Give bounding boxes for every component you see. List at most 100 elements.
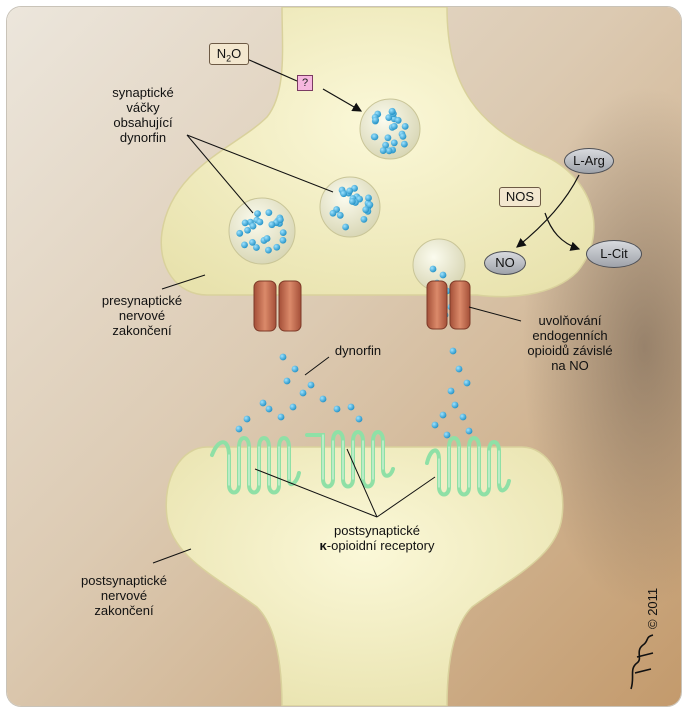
release-label: uvolňování endogenních opioidů závislé n… <box>505 313 635 373</box>
dynorphin-dot <box>390 139 398 147</box>
receptors-label-line2-text: -opioidní receptory <box>326 538 435 553</box>
dynorfin-label: dynorfin <box>334 343 382 358</box>
dynorphin-dot <box>379 147 387 154</box>
dynorphin-dot <box>394 116 402 124</box>
dynorphin-dot <box>362 206 370 214</box>
vesicles-label-line2: váčky <box>126 100 160 115</box>
l-cit-oval: L-Cit <box>586 240 642 268</box>
dynorphin-dot <box>371 133 379 141</box>
dynorphin-dot <box>355 415 363 423</box>
presynaptic-label-line3: zakončení <box>112 323 172 338</box>
leader-receptor-left <box>254 468 378 518</box>
dynorphin-dot <box>259 399 267 407</box>
question-box: ? <box>297 75 313 91</box>
leader-release <box>468 306 522 322</box>
dynorphin-dot <box>385 147 393 155</box>
dynorphin-dot <box>249 222 257 230</box>
dynorphin-dot <box>342 223 350 231</box>
vesicles-label-line3: obsahující <box>113 115 173 130</box>
leader-receptor-right <box>376 476 436 518</box>
dynorphin-dot <box>384 134 392 142</box>
vesicles-label-line1: synaptické <box>112 85 174 100</box>
dynorphin-dot <box>366 201 374 209</box>
dynorphin-dot <box>273 243 281 251</box>
dynorphin-dot <box>447 387 455 395</box>
dynorphin-dot <box>241 219 249 227</box>
release-label-line1: uvolňování <box>538 313 602 328</box>
no-oval: NO <box>484 251 526 275</box>
arrow-larg-no <box>516 174 580 248</box>
dynorphin-dot <box>347 403 355 411</box>
dynorphin-dot <box>289 403 297 411</box>
receptors-label: postsynaptické κ-opioidní receptory <box>297 523 457 553</box>
dynorphin-dot <box>400 140 408 148</box>
release-label-line2: endogenních <box>532 328 608 343</box>
arrow-n2o-vesicle <box>322 88 363 112</box>
leader-vesicles-middle <box>186 134 334 193</box>
vesicles-label-line4: dynorfin <box>119 130 167 145</box>
dynorphin-dot <box>365 194 372 202</box>
channel-right <box>426 280 471 330</box>
dynorphin-dot <box>459 413 467 421</box>
copyright-label: © 2011 <box>645 587 660 629</box>
kappa-symbol: κ <box>319 538 327 553</box>
postsynaptic-terminal <box>165 446 564 706</box>
n2o-label-tail: O <box>231 46 242 61</box>
dynorphin-dot <box>439 411 447 419</box>
dynorphin-dot <box>390 122 398 130</box>
leader-postsynaptic <box>152 548 192 564</box>
dynorphin-dot <box>277 413 285 421</box>
arrow-larg-lcit <box>544 212 581 251</box>
dynorphin-dot <box>348 198 356 205</box>
dynorphin-dot <box>431 421 439 429</box>
leader-vesicles-left <box>186 134 254 214</box>
dynorphin-dot <box>340 190 348 198</box>
dynorphin-dot <box>329 209 337 217</box>
dynorphin-dot <box>401 122 409 130</box>
leader-dynorfin <box>304 356 330 376</box>
dynorphin-dot <box>429 265 437 273</box>
dynorphin-dot <box>388 107 396 115</box>
dynorphin-dot <box>254 210 261 218</box>
dynorphin-dot <box>319 395 327 403</box>
dynorphin-dot <box>291 365 299 373</box>
dynorphin-dot <box>265 209 273 217</box>
artist-signature <box>630 634 654 690</box>
receptors-label-line1: postsynaptické <box>334 523 420 538</box>
presynaptic-label: presynaptické nervové zakončení <box>77 293 207 338</box>
n2o-box: N2O <box>209 43 249 65</box>
dynorphin-dot <box>455 365 463 373</box>
dynorphin-dot <box>439 271 447 279</box>
leader-receptor-middle <box>346 448 378 518</box>
dynorphin-dot <box>279 236 287 244</box>
dynorphin-dot <box>333 405 341 413</box>
dynorphin-dot <box>336 211 344 219</box>
dynorphin-dot <box>465 427 473 435</box>
dynorphin-dot <box>463 379 471 387</box>
presynaptic-label-line2: nervové <box>118 308 166 323</box>
n2o-subscript: 2 <box>226 53 232 64</box>
dynorphin-dot <box>268 221 276 229</box>
nos-box: NOS <box>499 187 541 207</box>
dynorphin-dot <box>263 235 271 242</box>
dynorphin-dot <box>360 215 368 223</box>
synapse-illustration <box>7 7 681 706</box>
dynorphin-dot <box>253 244 260 251</box>
diagram-frame: N2O ? L-Arg NOS NO L-Cit synaptické váčk… <box>7 7 681 706</box>
presynaptic-label-line1: presynaptické <box>101 293 183 308</box>
dynorphin-dot <box>279 229 287 237</box>
dynorphin-dot <box>243 415 251 423</box>
dynorphin-dot <box>244 226 251 234</box>
arrow-n2o-line <box>246 58 298 82</box>
postsynaptic-label-line3: zakončení <box>94 603 154 618</box>
dynorphin-dot <box>346 187 354 195</box>
postsynaptic-label: postsynaptické nervové zakončení <box>59 573 189 618</box>
dynorphin-dot <box>307 381 315 389</box>
dynorphin-dot <box>449 347 457 355</box>
dynorphin-dot <box>236 229 244 237</box>
n2o-label: N <box>216 46 227 61</box>
dynorphin-dot <box>249 238 256 246</box>
dynorphin-dot <box>372 116 380 124</box>
dynorphin-dot <box>235 425 243 433</box>
dynorphin-dot <box>241 241 248 249</box>
